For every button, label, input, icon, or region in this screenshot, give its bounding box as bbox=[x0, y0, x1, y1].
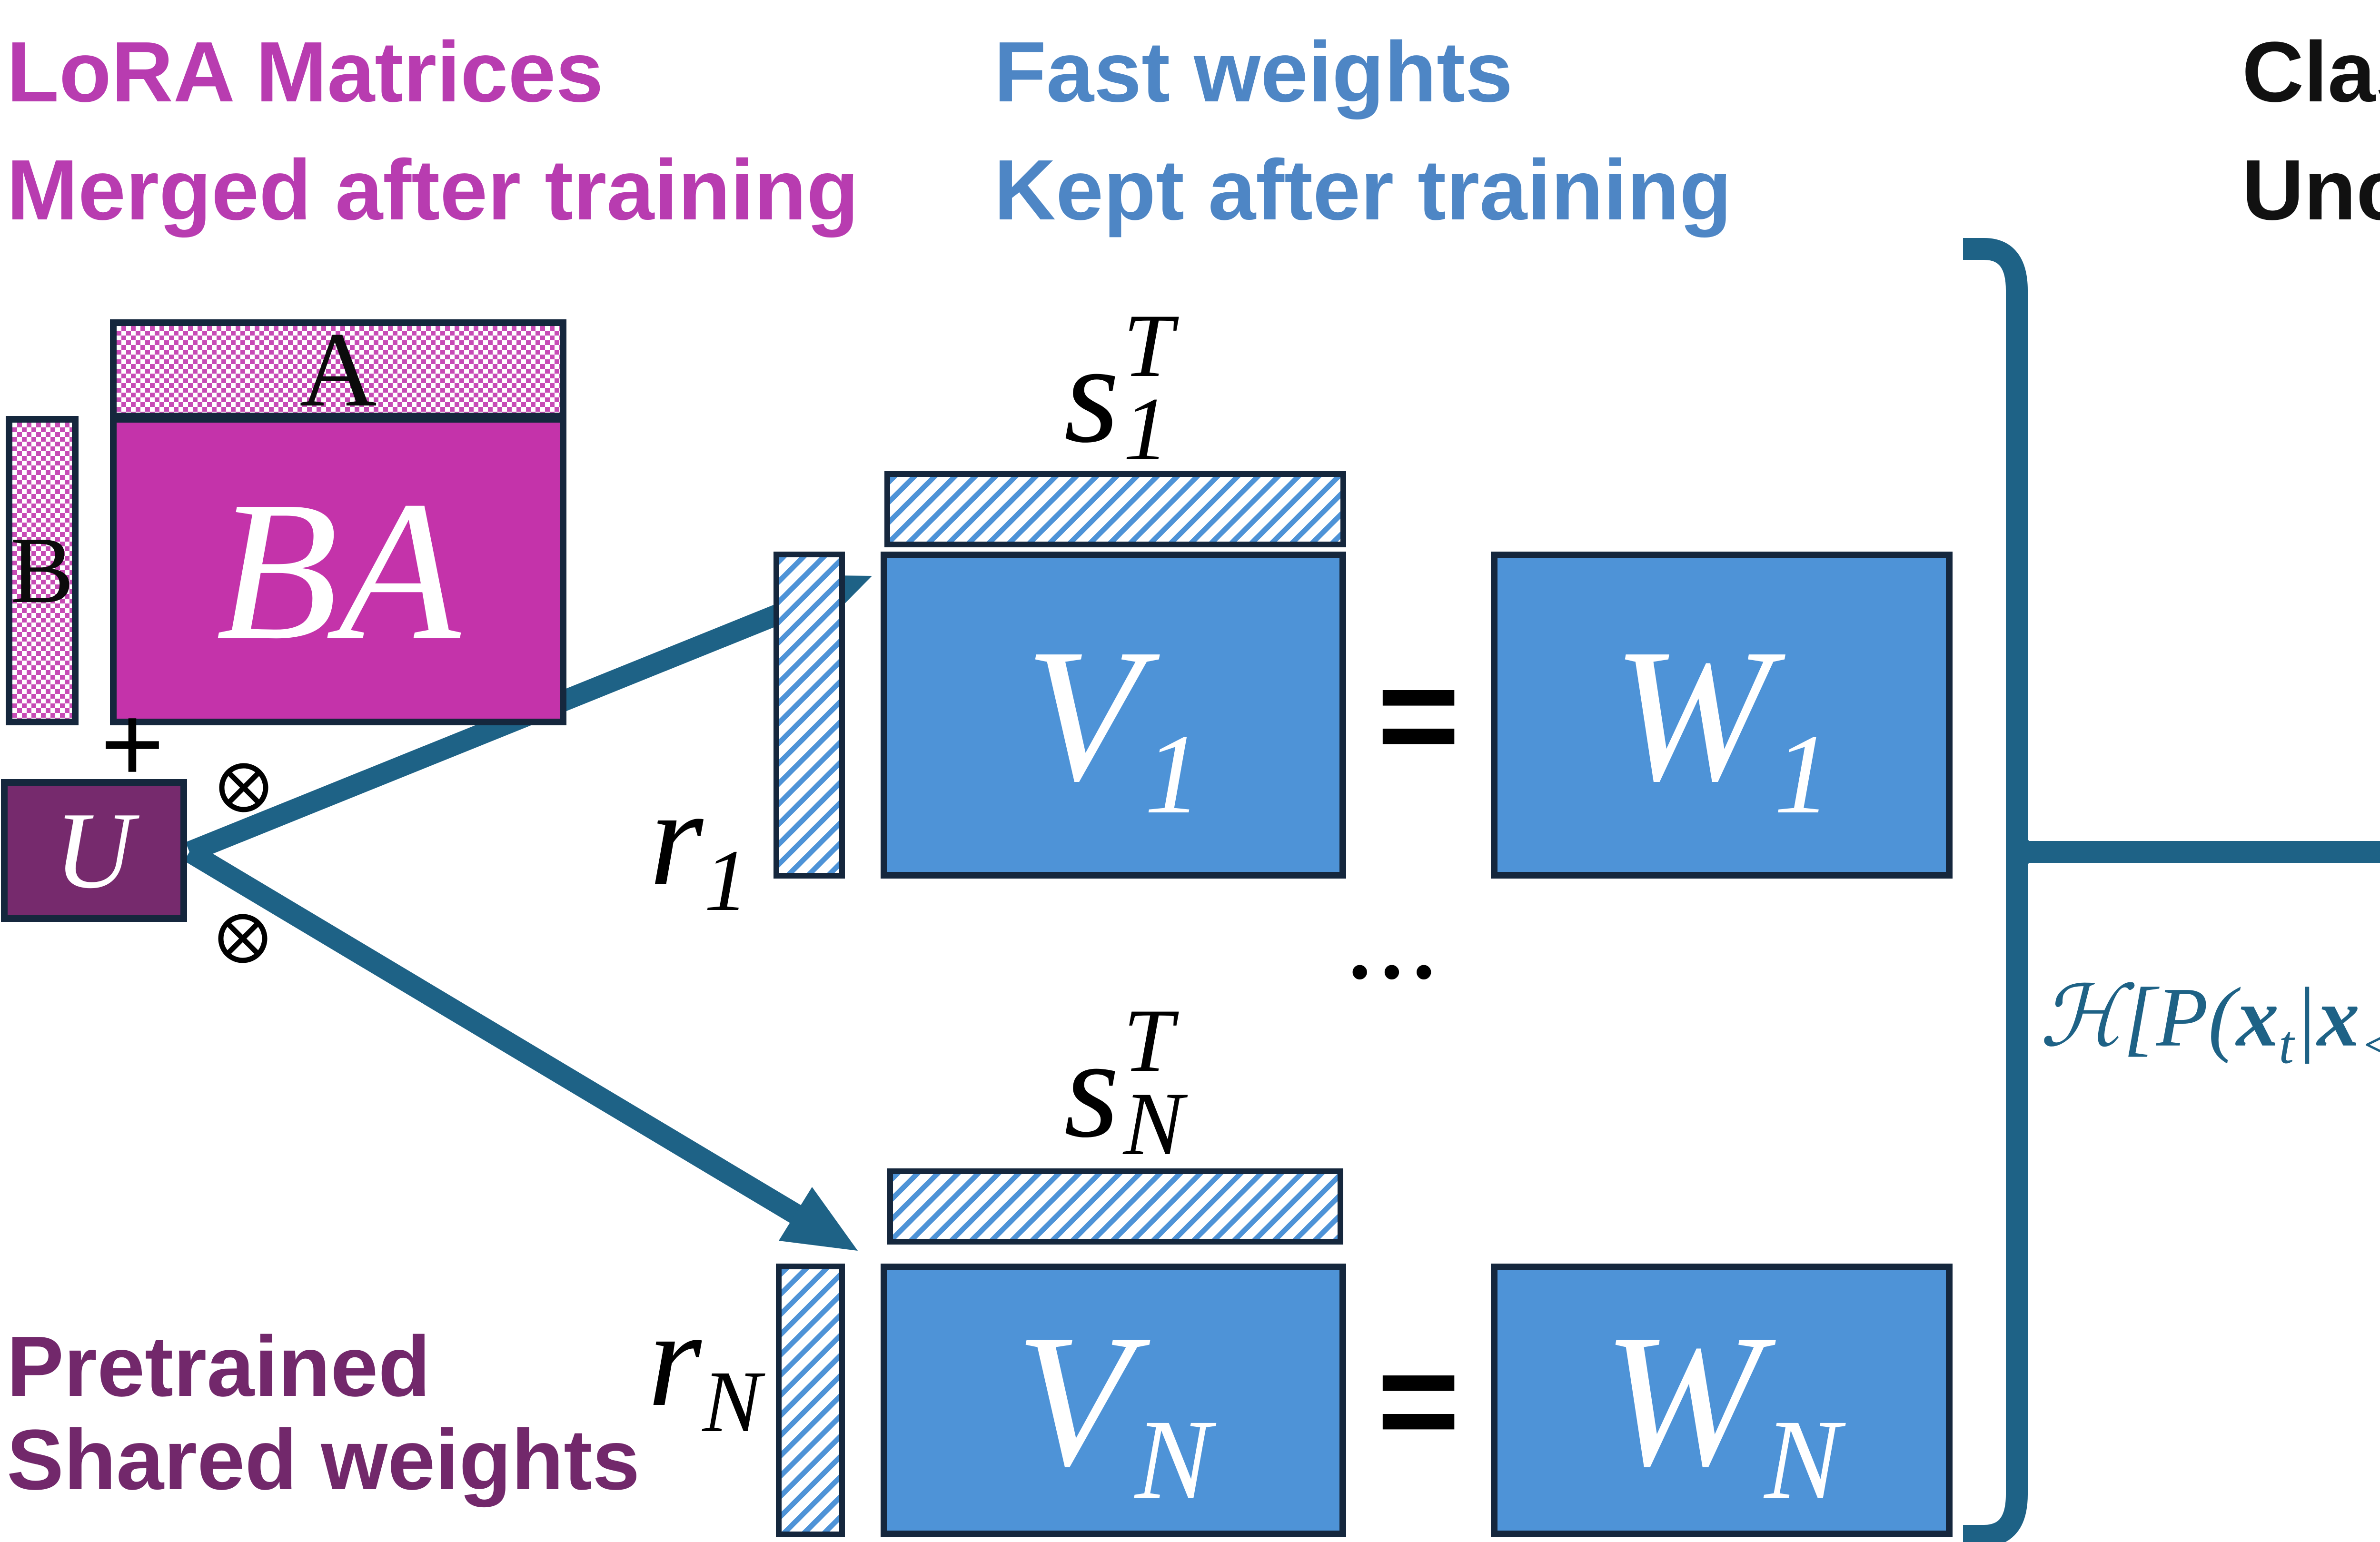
entropy-formula: ℋ[P(xt|x<t, D)] bbox=[2040, 969, 2380, 1075]
matrix-ba: BA bbox=[110, 416, 566, 725]
rows-ellipsis: ••• bbox=[1350, 942, 1447, 1001]
matrix-b: B bbox=[6, 416, 79, 725]
matrix-u: U bbox=[1, 779, 187, 922]
otimes-top-icon bbox=[219, 763, 268, 812]
matrix-u-label: U bbox=[54, 790, 134, 911]
s1-vector bbox=[884, 471, 1346, 547]
sN-vector bbox=[887, 1168, 1343, 1245]
matrix-ba-label: BA bbox=[216, 460, 461, 681]
classification-title: Classification,Uncertainty based bbox=[2242, 24, 2380, 238]
u-to-rowN-arrow bbox=[184, 843, 858, 1251]
gather-brace bbox=[1963, 238, 2380, 1542]
matrix-a-label: A bbox=[299, 309, 377, 429]
r1-vector bbox=[774, 552, 845, 879]
rN-vector bbox=[776, 1264, 845, 1537]
matrix-b-label: B bbox=[10, 518, 74, 623]
otimes-bottom-icon bbox=[218, 914, 268, 963]
equals-rowN: = bbox=[1377, 1320, 1460, 1480]
equals-row1: = bbox=[1377, 635, 1460, 795]
